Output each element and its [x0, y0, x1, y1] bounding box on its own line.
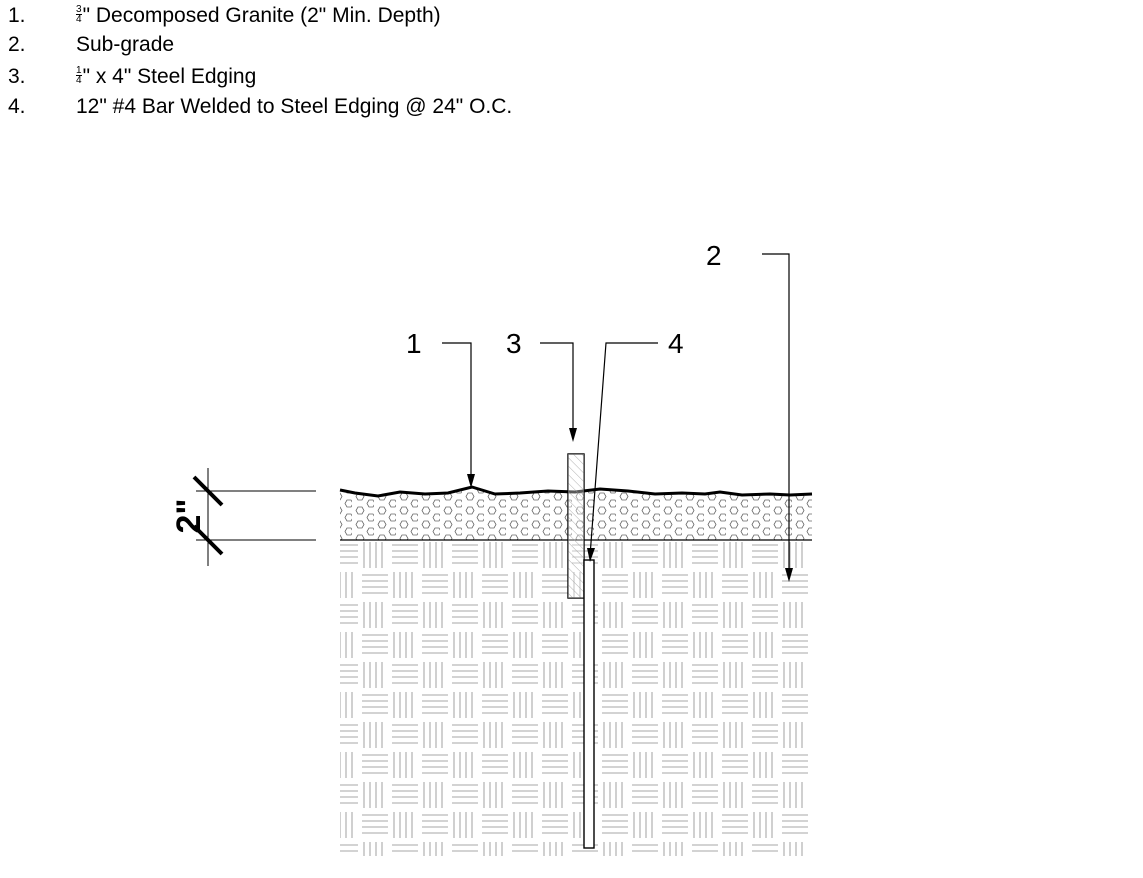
callout-1-label: 1: [406, 328, 422, 359]
callout-4-arrowhead: [587, 548, 595, 562]
legend-description: 12" #4 Bar Welded to Steel Edging @ 24" …: [76, 95, 513, 118]
depth-dimension-label: 2": [170, 498, 208, 533]
callout-3-leader: [540, 342, 574, 436]
depth-dimension: [192, 468, 316, 566]
legend-description: " x 4" Steel Edging: [82, 65, 257, 88]
legend-number: 4.: [8, 95, 26, 118]
fraction-denominator: 4: [76, 13, 82, 25]
legend-number: 2.: [8, 33, 26, 56]
steel-edging: [567, 453, 585, 599]
callout-4-label: 4: [668, 328, 684, 359]
fraction-numerator: 1: [76, 64, 82, 76]
legend-number: 3.: [8, 65, 26, 88]
callout-3-arrowhead: [569, 428, 577, 442]
callout-4-leader: [589, 342, 658, 557]
rebar-stake: [583, 559, 595, 849]
callout-3-label: 3: [506, 328, 522, 359]
callout-1-arrowhead: [467, 474, 475, 488]
callout-2-label: 2: [706, 240, 722, 271]
legend-number: 1.: [8, 4, 26, 27]
fraction-denominator: 4: [76, 74, 82, 86]
callout-1-leader: [442, 342, 472, 482]
callout-2-arrowhead: [785, 568, 793, 582]
legend-description: Sub-grade: [76, 33, 175, 56]
legend-description: " Decomposed Granite (2" Min. Depth): [82, 4, 441, 27]
fraction-numerator: 3: [76, 3, 82, 15]
callout-2-leader: [762, 253, 790, 576]
